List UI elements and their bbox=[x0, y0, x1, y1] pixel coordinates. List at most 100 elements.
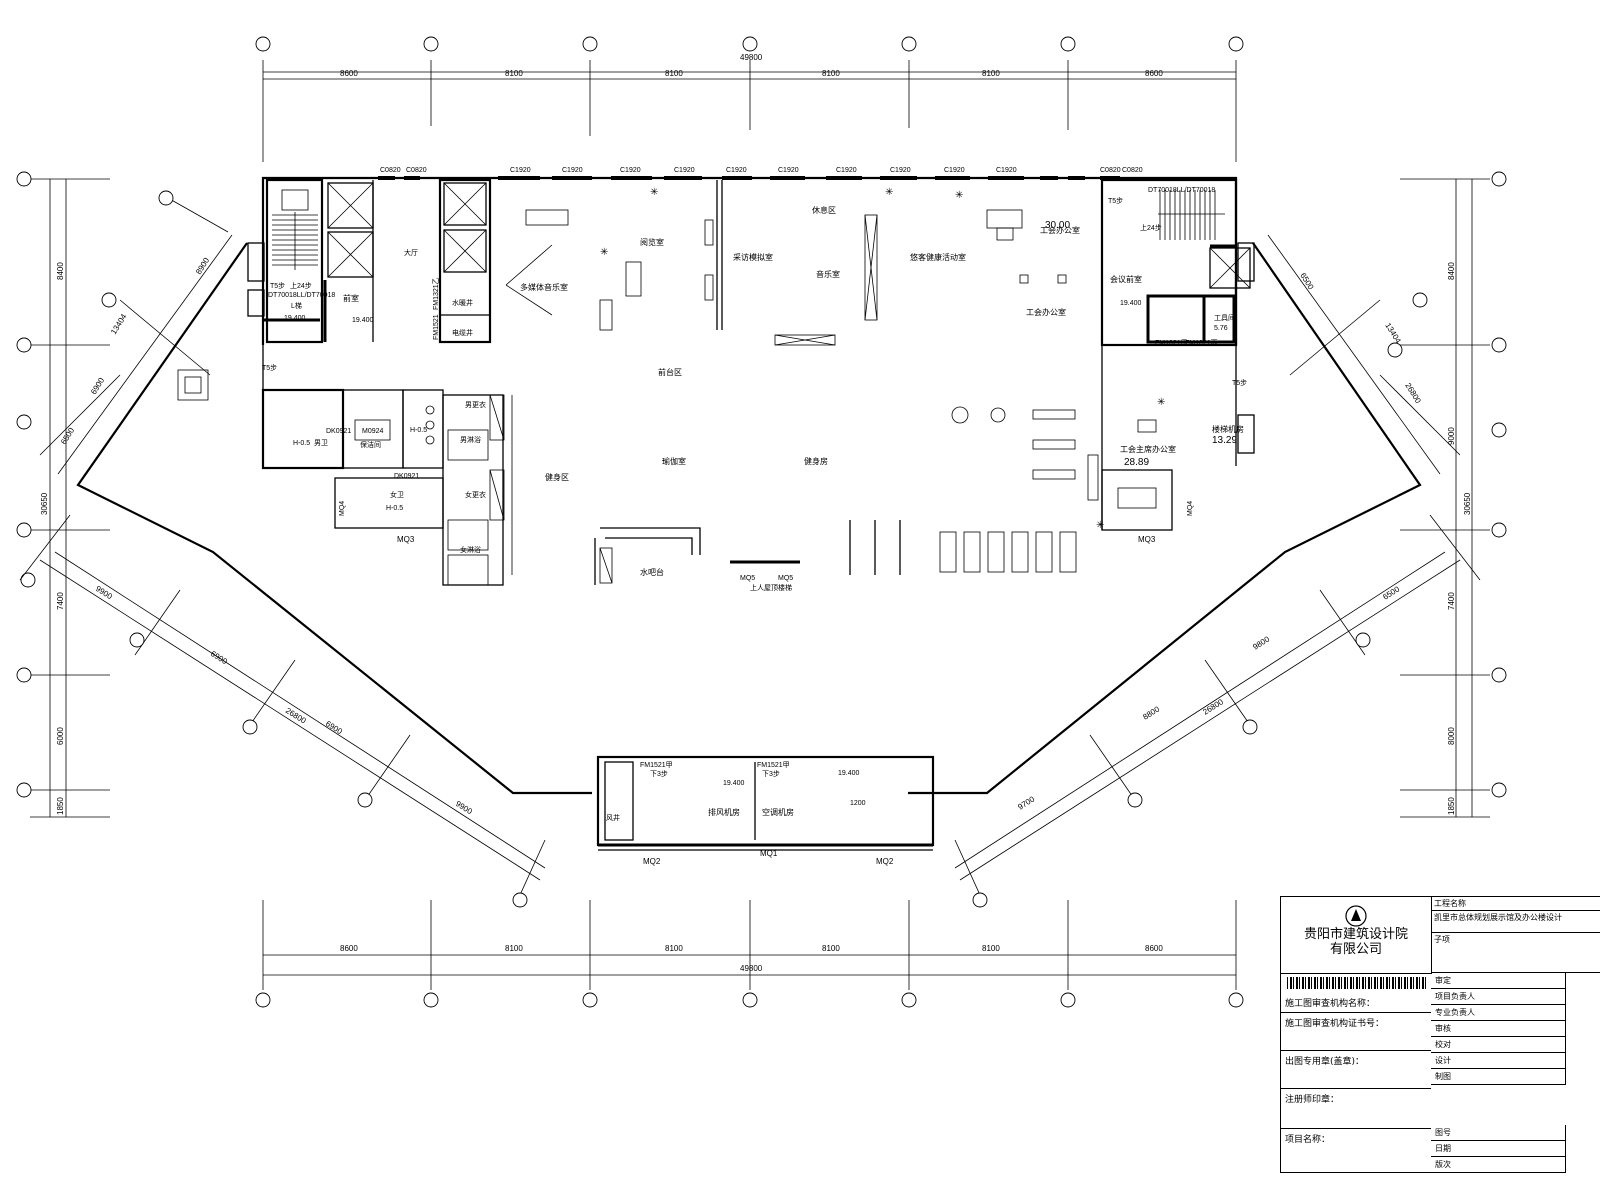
union-office-area: 30.00 bbox=[1045, 220, 1070, 231]
sim-room: 采访模拟室 bbox=[733, 252, 773, 262]
diag-left-dim-6: 6900 bbox=[209, 649, 229, 666]
top-dim-1: 8600 bbox=[340, 69, 358, 78]
right-dim-2: 9000 bbox=[1447, 427, 1456, 445]
diag-left-dim-8: 6900 bbox=[324, 719, 344, 736]
yoga-room: 瑜伽室 bbox=[662, 456, 686, 466]
window-tag: C1920 bbox=[726, 167, 747, 174]
bottom-dim-1: 8600 bbox=[340, 944, 358, 953]
svg-text:✳: ✳ bbox=[885, 187, 893, 198]
company-name-line2: 有限公司 bbox=[1329, 942, 1382, 957]
diag-left-dim-2: 13404 bbox=[109, 312, 129, 336]
project-title: 凯里市总体规划展示馆及办公楼设计 bbox=[1431, 911, 1600, 933]
plant-symbols: ✳ ✳ ✳ ✳ ✳ ✳ bbox=[600, 187, 1165, 531]
rest-area: 休息区 bbox=[812, 205, 836, 215]
water-bar-area bbox=[594, 527, 800, 585]
union-office: 工会办公室 bbox=[1040, 225, 1080, 235]
door-fm1021b: FM1021丙 bbox=[1185, 339, 1218, 347]
field-registered: 注册师印章： bbox=[1281, 1089, 1431, 1129]
front-level-left: 19.400 bbox=[284, 315, 306, 322]
right-core bbox=[1087, 178, 1255, 531]
role-row: 校对 bbox=[1431, 1037, 1566, 1053]
diag-left-dim-7: 26800 bbox=[284, 706, 308, 726]
lower-level-2: 19.400 bbox=[838, 770, 860, 777]
door-fm1521: FM1521 bbox=[433, 314, 440, 340]
right-dim-4: 8000 bbox=[1447, 727, 1456, 745]
role-row: 专业负责人 bbox=[1431, 1005, 1566, 1021]
top-dim-3: 8100 bbox=[665, 69, 683, 78]
stair-right-up: 上24步 bbox=[1140, 223, 1162, 232]
mq4-right: MQ4 bbox=[1187, 501, 1194, 516]
exhaust-fan-room: 排风机房 bbox=[708, 807, 740, 817]
role-row: 制图 bbox=[1431, 1069, 1566, 1085]
right-dim-1: 8400 bbox=[1447, 262, 1456, 280]
company-name-line1: 贵阳市建筑设计院 bbox=[1303, 927, 1408, 942]
left-wing-outline: 8900 13404 6900 6500 9900 6900 26800 690… bbox=[19, 197, 592, 896]
field-review-cert: 施工图审查机构证书号： bbox=[1281, 1013, 1431, 1051]
top-dim-6: 8600 bbox=[1145, 69, 1163, 78]
lower-door-2: FM1521甲 bbox=[757, 761, 790, 769]
sub-item: 子项 bbox=[1431, 933, 1600, 973]
lounge-room: 悠客健康活动室 bbox=[910, 252, 966, 262]
window-tag: C1920 bbox=[620, 167, 641, 174]
door-fm1321: FM1321乙 bbox=[432, 277, 440, 310]
diag-left-dim-9: 9900 bbox=[454, 799, 474, 816]
skylight bbox=[177, 369, 209, 401]
stair-right-tag: T5步 bbox=[1108, 197, 1123, 205]
front-room-left: 前室 bbox=[343, 293, 359, 303]
right-diag-bubbles bbox=[972, 632, 1371, 908]
svg-text:✳: ✳ bbox=[600, 247, 608, 258]
left-grid-bubbles bbox=[16, 171, 117, 798]
window-tag: C1920 bbox=[996, 167, 1017, 174]
diag-right-dim-6: 8800 bbox=[1141, 704, 1161, 721]
tool-area: 5.76 bbox=[1214, 325, 1228, 332]
hall-label: 大厅 bbox=[404, 248, 418, 257]
diag-right-dim-7: 26800 bbox=[1201, 697, 1225, 717]
left-dim-3: 6000 bbox=[56, 727, 65, 745]
lower-level-1: 19.400 bbox=[723, 780, 745, 787]
shaft: 风井 bbox=[606, 813, 620, 822]
window-labels: C0820 C0820 C1920 C1920 C1920 C1920 C192… bbox=[380, 167, 1143, 174]
svg-text:✳: ✳ bbox=[650, 187, 658, 198]
lobby-a: L梯 bbox=[291, 301, 302, 310]
top-dim-total: 49800 bbox=[740, 53, 763, 62]
field-seal: 出图专用章(盖章)： bbox=[1281, 1051, 1431, 1089]
door-dk0921: DK0921 bbox=[326, 428, 351, 435]
lower-step-2: 下3步 bbox=[762, 770, 780, 778]
window-tag: C0820 bbox=[1122, 167, 1143, 174]
meeting-level: 19.400 bbox=[1120, 300, 1142, 307]
main-building-walls bbox=[261, 176, 1238, 466]
multimedia-room: 多媒体音乐室 bbox=[520, 282, 568, 292]
diag-left-dim-4: 6500 bbox=[59, 426, 76, 446]
field-project: 项目名称： bbox=[1281, 1129, 1431, 1173]
bottom-dim-2: 8100 bbox=[505, 944, 523, 953]
window-tag: C1920 bbox=[562, 167, 583, 174]
svg-text:✳: ✳ bbox=[1096, 520, 1104, 531]
company-panel: 贵阳市建筑设计院 有限公司 bbox=[1281, 897, 1432, 974]
lower-note: 1200 bbox=[850, 800, 866, 807]
front-level-left2: 19.400 bbox=[352, 317, 374, 324]
diag-left-dim-5: 9900 bbox=[94, 584, 114, 601]
h-0.5-c: H-0.5 bbox=[410, 427, 427, 434]
left-service-block bbox=[261, 388, 513, 586]
elec-well: 电缆井 bbox=[452, 328, 473, 337]
machine-area: 13.29 bbox=[1212, 435, 1237, 446]
right-dimension-chain: 8400 9000 7400 8000 1850 30650 bbox=[1400, 178, 1490, 818]
left-dim-2: 7400 bbox=[56, 592, 65, 610]
role-row: 项目负责人 bbox=[1431, 989, 1566, 1005]
union-staff-office: 工会办公室 bbox=[1026, 307, 1066, 317]
door-dk0921b: DK0921 bbox=[394, 473, 419, 480]
chair-office: 工会主席办公室 bbox=[1120, 444, 1176, 454]
office-furniture bbox=[986, 209, 1157, 433]
mq4-left: MQ4 bbox=[339, 501, 346, 516]
water-well: 水暖井 bbox=[452, 298, 473, 307]
central-space bbox=[372, 180, 878, 346]
diag-left-dim-3: 6900 bbox=[89, 376, 106, 396]
tool-room: 工具间 bbox=[1214, 314, 1235, 322]
stair-left-up: 上24步 bbox=[290, 281, 312, 290]
mens-wc: 男卫 bbox=[314, 439, 328, 447]
reading-room: 阅览室 bbox=[640, 237, 664, 247]
water-bar: 水吧台 bbox=[640, 567, 664, 577]
chair-area: 28.89 bbox=[1124, 457, 1149, 468]
svg-text:✳: ✳ bbox=[955, 190, 963, 201]
